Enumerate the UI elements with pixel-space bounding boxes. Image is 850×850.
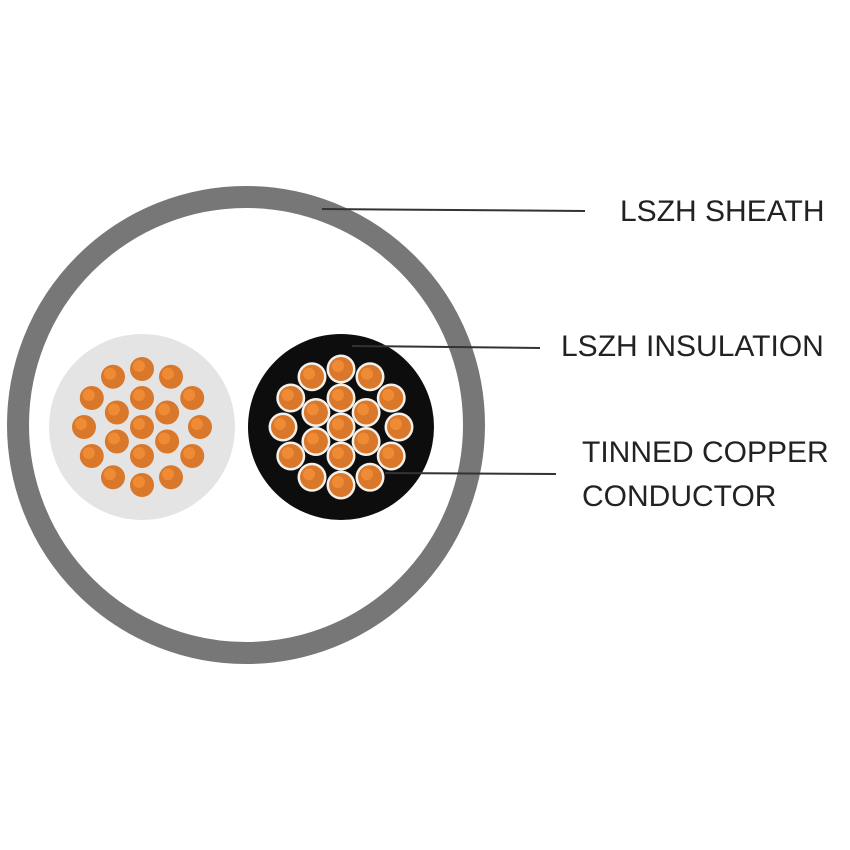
strand-highlight <box>183 389 196 401</box>
strand-highlight <box>361 367 373 380</box>
strand-highlight <box>133 418 145 430</box>
core-white <box>49 334 235 520</box>
strand-highlight <box>357 403 370 416</box>
strand-highlight <box>133 447 145 459</box>
strand-highlight <box>82 389 95 401</box>
outer-sheath <box>7 186 485 664</box>
strand-highlight <box>133 476 145 488</box>
strand-highlight <box>306 403 319 416</box>
strand-highlight <box>107 432 120 445</box>
strand-highlight <box>75 418 87 430</box>
strand-highlight <box>382 447 395 459</box>
strand-highlight <box>281 389 294 401</box>
strand-highlight <box>158 403 171 416</box>
strand-highlight <box>104 468 116 481</box>
strands-black <box>268 354 414 500</box>
strand-highlight <box>382 389 395 401</box>
strand-highlight <box>332 360 344 372</box>
strand-highlight <box>332 447 344 459</box>
conductor-leader-line <box>384 472 557 475</box>
strand-highlight <box>162 468 174 481</box>
strand-highlight <box>82 447 95 459</box>
strand-highlight <box>306 432 319 445</box>
strand-highlight <box>191 418 203 430</box>
strand-highlight <box>158 432 171 445</box>
sheath-label: LSZH SHEATH <box>620 195 825 228</box>
sheath-leader-line <box>321 208 586 212</box>
insulation-leader-line <box>351 345 541 349</box>
strand-highlight <box>332 476 344 488</box>
strand-highlight <box>162 367 174 380</box>
strand-highlight <box>281 447 294 459</box>
strand-highlight <box>390 418 402 430</box>
strand-highlight <box>303 367 315 380</box>
strand-highlight <box>183 447 196 459</box>
conductor-label-line1: TINNED COPPER <box>582 436 829 469</box>
conductor-label-line2: CONDUCTOR <box>582 480 777 513</box>
strand-highlight <box>133 389 145 401</box>
strand-highlight <box>303 468 315 481</box>
strand-highlight <box>357 432 370 445</box>
strand-highlight <box>104 367 116 380</box>
core-black <box>248 334 434 520</box>
insulation-label: LSZH INSULATION <box>561 330 824 363</box>
strand-highlight <box>332 389 344 401</box>
strands-white <box>72 357 212 497</box>
strand-highlight <box>274 418 286 430</box>
strand-highlight <box>107 403 120 416</box>
strand-highlight <box>332 418 344 430</box>
strand-highlight <box>133 360 145 372</box>
strand-highlight <box>361 468 373 481</box>
